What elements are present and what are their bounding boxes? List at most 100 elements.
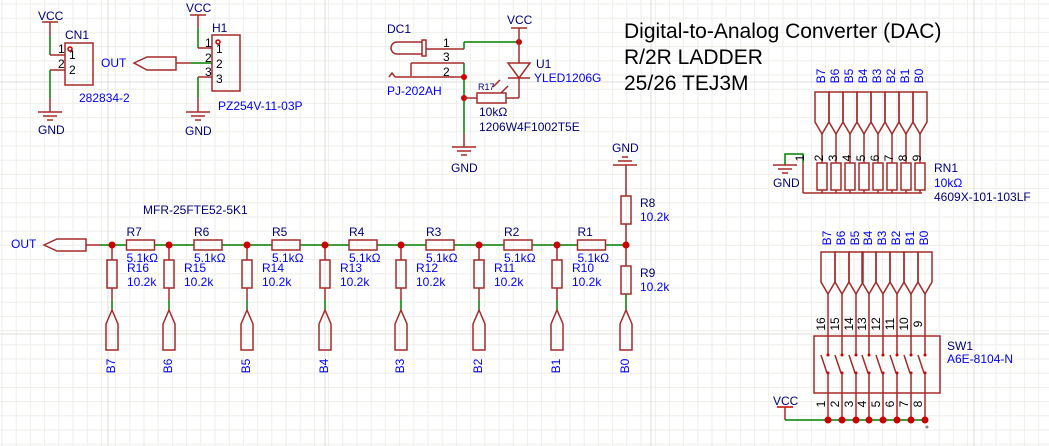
header-h1[interactable]: VCC OUT GND H1 1 2 3 1 2 3 PZ254V-11-03P — [101, 1, 303, 138]
r9-resistor[interactable] — [620, 265, 632, 295]
sw1-pin-number: 13 — [855, 317, 869, 331]
svg-text:2: 2 — [205, 51, 212, 65]
shunt-resistor-value: 10.2k — [262, 275, 292, 289]
series-resistor-value: 5.1kΩ — [426, 251, 458, 265]
shunt-resistor-ref: R11 — [494, 261, 515, 275]
bit-port-icon — [861, 251, 877, 296]
r17-body — [476, 92, 507, 104]
series-resistor-ref: R3 — [426, 225, 442, 239]
bit-port-icon — [550, 308, 564, 351]
junction-dot — [838, 416, 846, 424]
bit-port-icon — [848, 251, 864, 296]
switch-lever-icon[interactable] — [834, 354, 842, 374]
svg-text:1: 1 — [58, 42, 65, 56]
series-resistor[interactable] — [348, 239, 378, 251]
svg-text:VCC: VCC — [186, 1, 212, 15]
bit-port-icon — [912, 91, 928, 136]
svg-text:1: 1 — [216, 42, 223, 56]
series-resistor[interactable] — [425, 239, 455, 251]
series-resistor-value: 5.1kΩ — [127, 251, 159, 265]
switch-lever-icon[interactable] — [861, 354, 869, 374]
bit-port-icon — [162, 308, 176, 351]
bit-label: B1 — [549, 358, 563, 373]
series-resistor[interactable] — [271, 239, 301, 251]
bit-label: B5 — [239, 358, 253, 373]
dip-switch-sw1[interactable]: SW1 A6E-8104-N VCC B7161B6152B5143B4134B… — [773, 230, 1013, 429]
sw1-bit-label: B7 — [820, 230, 834, 245]
sw1-bit-label: B5 — [848, 230, 862, 245]
series-resistor[interactable] — [576, 239, 607, 251]
r17-ref: R17 — [478, 82, 495, 92]
connector-cn1[interactable]: VCC GND CN1 1 2 1 2 282834-2 — [38, 9, 130, 137]
shunt-resistor-ref: R15 — [184, 261, 206, 275]
switch-lever-icon[interactable] — [848, 354, 856, 374]
rn1-element — [858, 162, 870, 191]
rn1-part: 4609X-101-103LF — [934, 190, 1031, 204]
series-resistor-ref: R5 — [272, 225, 288, 239]
bit-label: B7 — [104, 358, 118, 373]
shunt-resistor-value: 10.2k — [184, 275, 214, 289]
svg-text:VCC: VCC — [773, 394, 799, 408]
series-resistor[interactable] — [503, 239, 533, 251]
power-jack-dc1[interactable]: DC1 1 3 2 PJ-202AH GND VCC U1 YLED1206G — [387, 13, 601, 175]
sw1-bit-label: B4 — [861, 230, 875, 245]
svg-text:3: 3 — [205, 65, 212, 79]
switch-lever-icon[interactable] — [903, 354, 911, 374]
rn1-ref: RN1 — [934, 161, 958, 175]
junction-dot — [321, 241, 329, 249]
shunt-resistor-ref: R10 — [572, 261, 594, 275]
bit-port-icon — [856, 91, 872, 136]
shunt-resistor-value: 10.2k — [572, 275, 602, 289]
title-line-1: Digital-to-Analog Converter (DAC) — [624, 20, 941, 43]
switch-lever-icon[interactable] — [889, 354, 897, 374]
gnd-r8: GND — [612, 141, 639, 166]
junction-dot — [852, 416, 860, 424]
bit-port-icon — [834, 251, 850, 296]
cn1-part: 282834-2 — [79, 91, 130, 105]
junction-dot — [108, 241, 116, 249]
sw1-pin-number: 5 — [869, 400, 883, 407]
series-resistor-ref: R7 — [127, 225, 143, 239]
rn1-pin-number: 9 — [910, 154, 924, 161]
r2r-ladder[interactable]: MFR-25FTE52-5K1 OUT R75.1kΩR65.1kΩR55.1k… — [11, 165, 670, 373]
r8-resistor[interactable] — [620, 195, 632, 225]
bit-port-icon — [842, 91, 858, 136]
series-resistor-value: 5.1kΩ — [578, 251, 610, 265]
sw1-pin-number: 6 — [883, 400, 897, 407]
junction-dot — [893, 416, 901, 424]
switch-lever-icon[interactable] — [875, 354, 883, 374]
series-resistor[interactable] — [125, 239, 156, 251]
svg-text:GND: GND — [185, 124, 212, 138]
series-resistor-value: 5.1kΩ — [272, 251, 304, 265]
r17-value: 10kΩ — [479, 105, 507, 119]
rn1-bit-label: B3 — [870, 68, 884, 83]
ladder-out-label: OUT — [11, 237, 37, 251]
svg-text:GND: GND — [451, 161, 478, 175]
shunt-resistor-value: 10.2k — [127, 275, 157, 289]
bit-port-icon — [105, 308, 119, 351]
sw1-bit-label: B3 — [875, 230, 889, 245]
cn1-ref: CN1 — [65, 28, 89, 42]
dc1-ref: DC1 — [387, 22, 411, 36]
switch-lever-icon[interactable] — [820, 354, 828, 374]
bit-port-icon — [903, 251, 919, 296]
sw1-pin-number: 14 — [842, 317, 856, 331]
svg-text:2: 2 — [443, 65, 450, 79]
rn1-bit-label: B4 — [856, 68, 870, 83]
bit-port-icon — [875, 251, 891, 296]
svg-text:3: 3 — [443, 50, 450, 64]
series-part-label: MFR-25FTE52-5K1 — [143, 203, 248, 217]
rn1-pin-number: 4 — [840, 154, 854, 161]
sw1-ref: SW1 — [947, 339, 973, 353]
sw1-pin-number: 4 — [855, 400, 869, 407]
bit-label: B3 — [393, 358, 407, 373]
sw1-bit-label: B1 — [903, 230, 917, 245]
bit-port-icon — [472, 308, 486, 351]
switch-lever-icon[interactable] — [917, 354, 925, 374]
junction-dot — [475, 241, 483, 249]
h1-part: PZ254V-11-03P — [218, 99, 303, 113]
series-resistor[interactable] — [193, 239, 223, 251]
